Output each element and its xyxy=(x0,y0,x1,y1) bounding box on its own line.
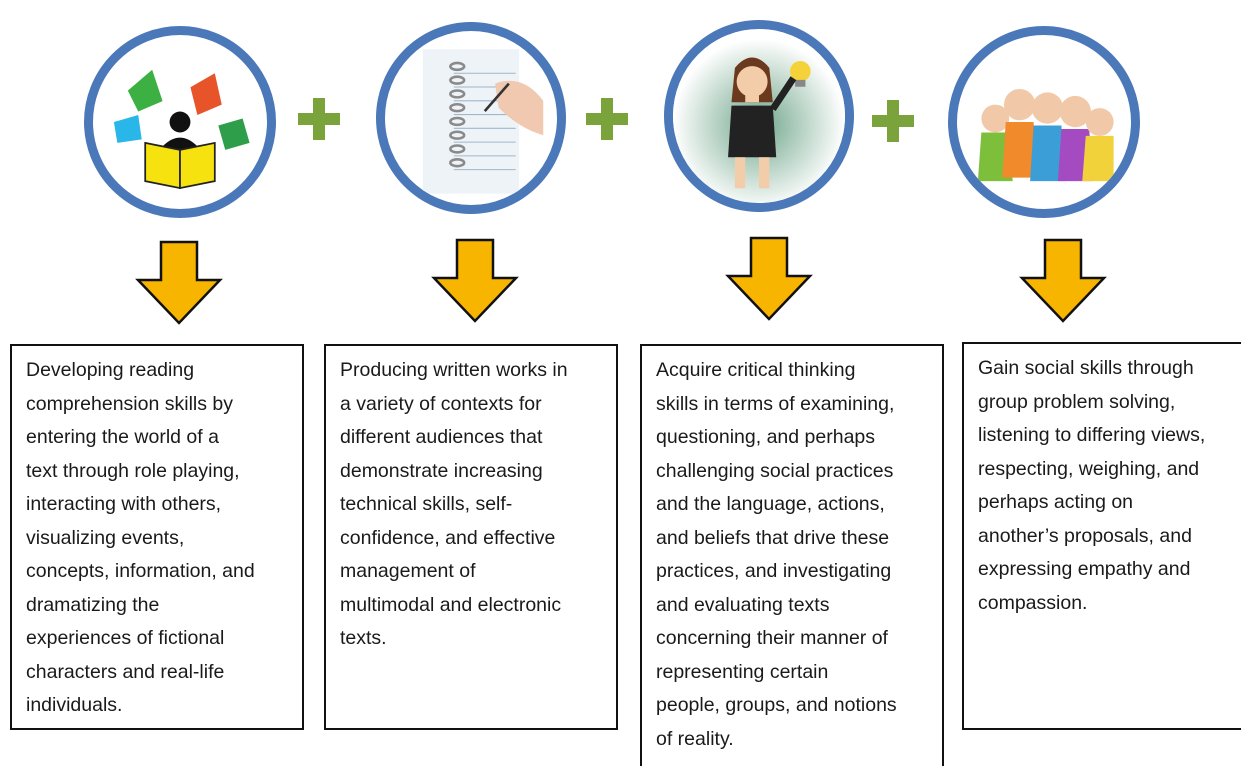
text-line: concepts, information, and xyxy=(26,560,255,582)
group-people-icon xyxy=(977,88,1114,182)
text-line: texts. xyxy=(340,627,387,649)
text-line: compassion. xyxy=(978,591,1088,614)
text-line: interacting with others, xyxy=(26,493,222,515)
text-line: Gain social skills through xyxy=(978,357,1194,379)
text-line: comprehension skills by xyxy=(26,392,234,415)
text-line: concerning their manner of xyxy=(656,627,888,649)
text-line: listening to differing views, xyxy=(978,424,1206,446)
down-arrow-icon xyxy=(430,238,520,324)
text-line: demonstrate increasing xyxy=(340,459,543,482)
text-line: of reality. xyxy=(656,727,734,750)
text-line: Developing reading xyxy=(26,359,195,381)
reading-description-box: Developing reading comprehension skills … xyxy=(10,344,304,730)
reading-books-icon xyxy=(113,69,250,190)
plus-icon xyxy=(870,98,916,144)
thinking-circle xyxy=(664,20,854,212)
text-line: confidence, and effective xyxy=(340,526,556,549)
text-line: individuals. xyxy=(26,694,123,716)
text-line: group problem solving, xyxy=(978,390,1176,413)
text-line: and beliefs that drive these xyxy=(656,526,890,549)
text-line: visualizing events, xyxy=(26,526,185,549)
text-line: skills in terms of examining, xyxy=(656,392,895,415)
text-line: text through role playing, xyxy=(26,459,240,482)
text-line: perhaps acting on xyxy=(978,491,1134,513)
plus-icon xyxy=(584,96,630,142)
text-line: Producing written works in xyxy=(340,359,568,381)
social-description-box: Gain social skills through group problem… xyxy=(962,342,1241,730)
text-line: people, groups, and notions xyxy=(656,694,897,716)
text-line: technical skills, self- xyxy=(340,493,513,515)
text-line: different audiences that xyxy=(340,426,543,448)
text-line: Acquire critical thinking xyxy=(656,359,856,381)
writing-description-box: Producing written works in a variety of … xyxy=(324,344,618,730)
reading-circle xyxy=(84,26,276,218)
down-arrow-icon xyxy=(724,236,814,322)
text-line: management of xyxy=(340,560,476,582)
text-line: practices, and investigating xyxy=(656,560,892,582)
text-line: challenging social practices xyxy=(656,459,894,482)
text-line: experiences of fictional xyxy=(26,627,225,649)
text-line: questioning, and perhaps xyxy=(656,426,876,448)
text-line: and the language, actions, xyxy=(656,493,885,515)
text-line: multimodal and electronic xyxy=(340,593,562,616)
down-arrow-icon xyxy=(134,240,224,326)
text-line: a variety of contexts for xyxy=(340,392,542,415)
text-line: representing certain xyxy=(656,660,829,683)
text-line: and evaluating texts xyxy=(656,593,830,616)
text-line: expressing empathy and xyxy=(978,558,1191,580)
writing-circle xyxy=(376,22,566,214)
text-line: entering the world of a xyxy=(26,426,219,448)
plus-icon xyxy=(296,96,342,142)
text-line: respecting, weighing, and xyxy=(978,457,1200,480)
thinking-description-box: Acquire critical thinking skills in term… xyxy=(640,344,944,766)
thinking-woman-icon xyxy=(673,30,845,202)
group-circle xyxy=(948,26,1140,218)
text-line: another’s proposals, and xyxy=(978,524,1192,547)
down-arrow-icon xyxy=(1018,238,1108,324)
text-line: characters and real-life xyxy=(26,660,225,683)
text-line: dramatizing the xyxy=(26,593,160,616)
writing-notebook-icon xyxy=(422,49,544,194)
